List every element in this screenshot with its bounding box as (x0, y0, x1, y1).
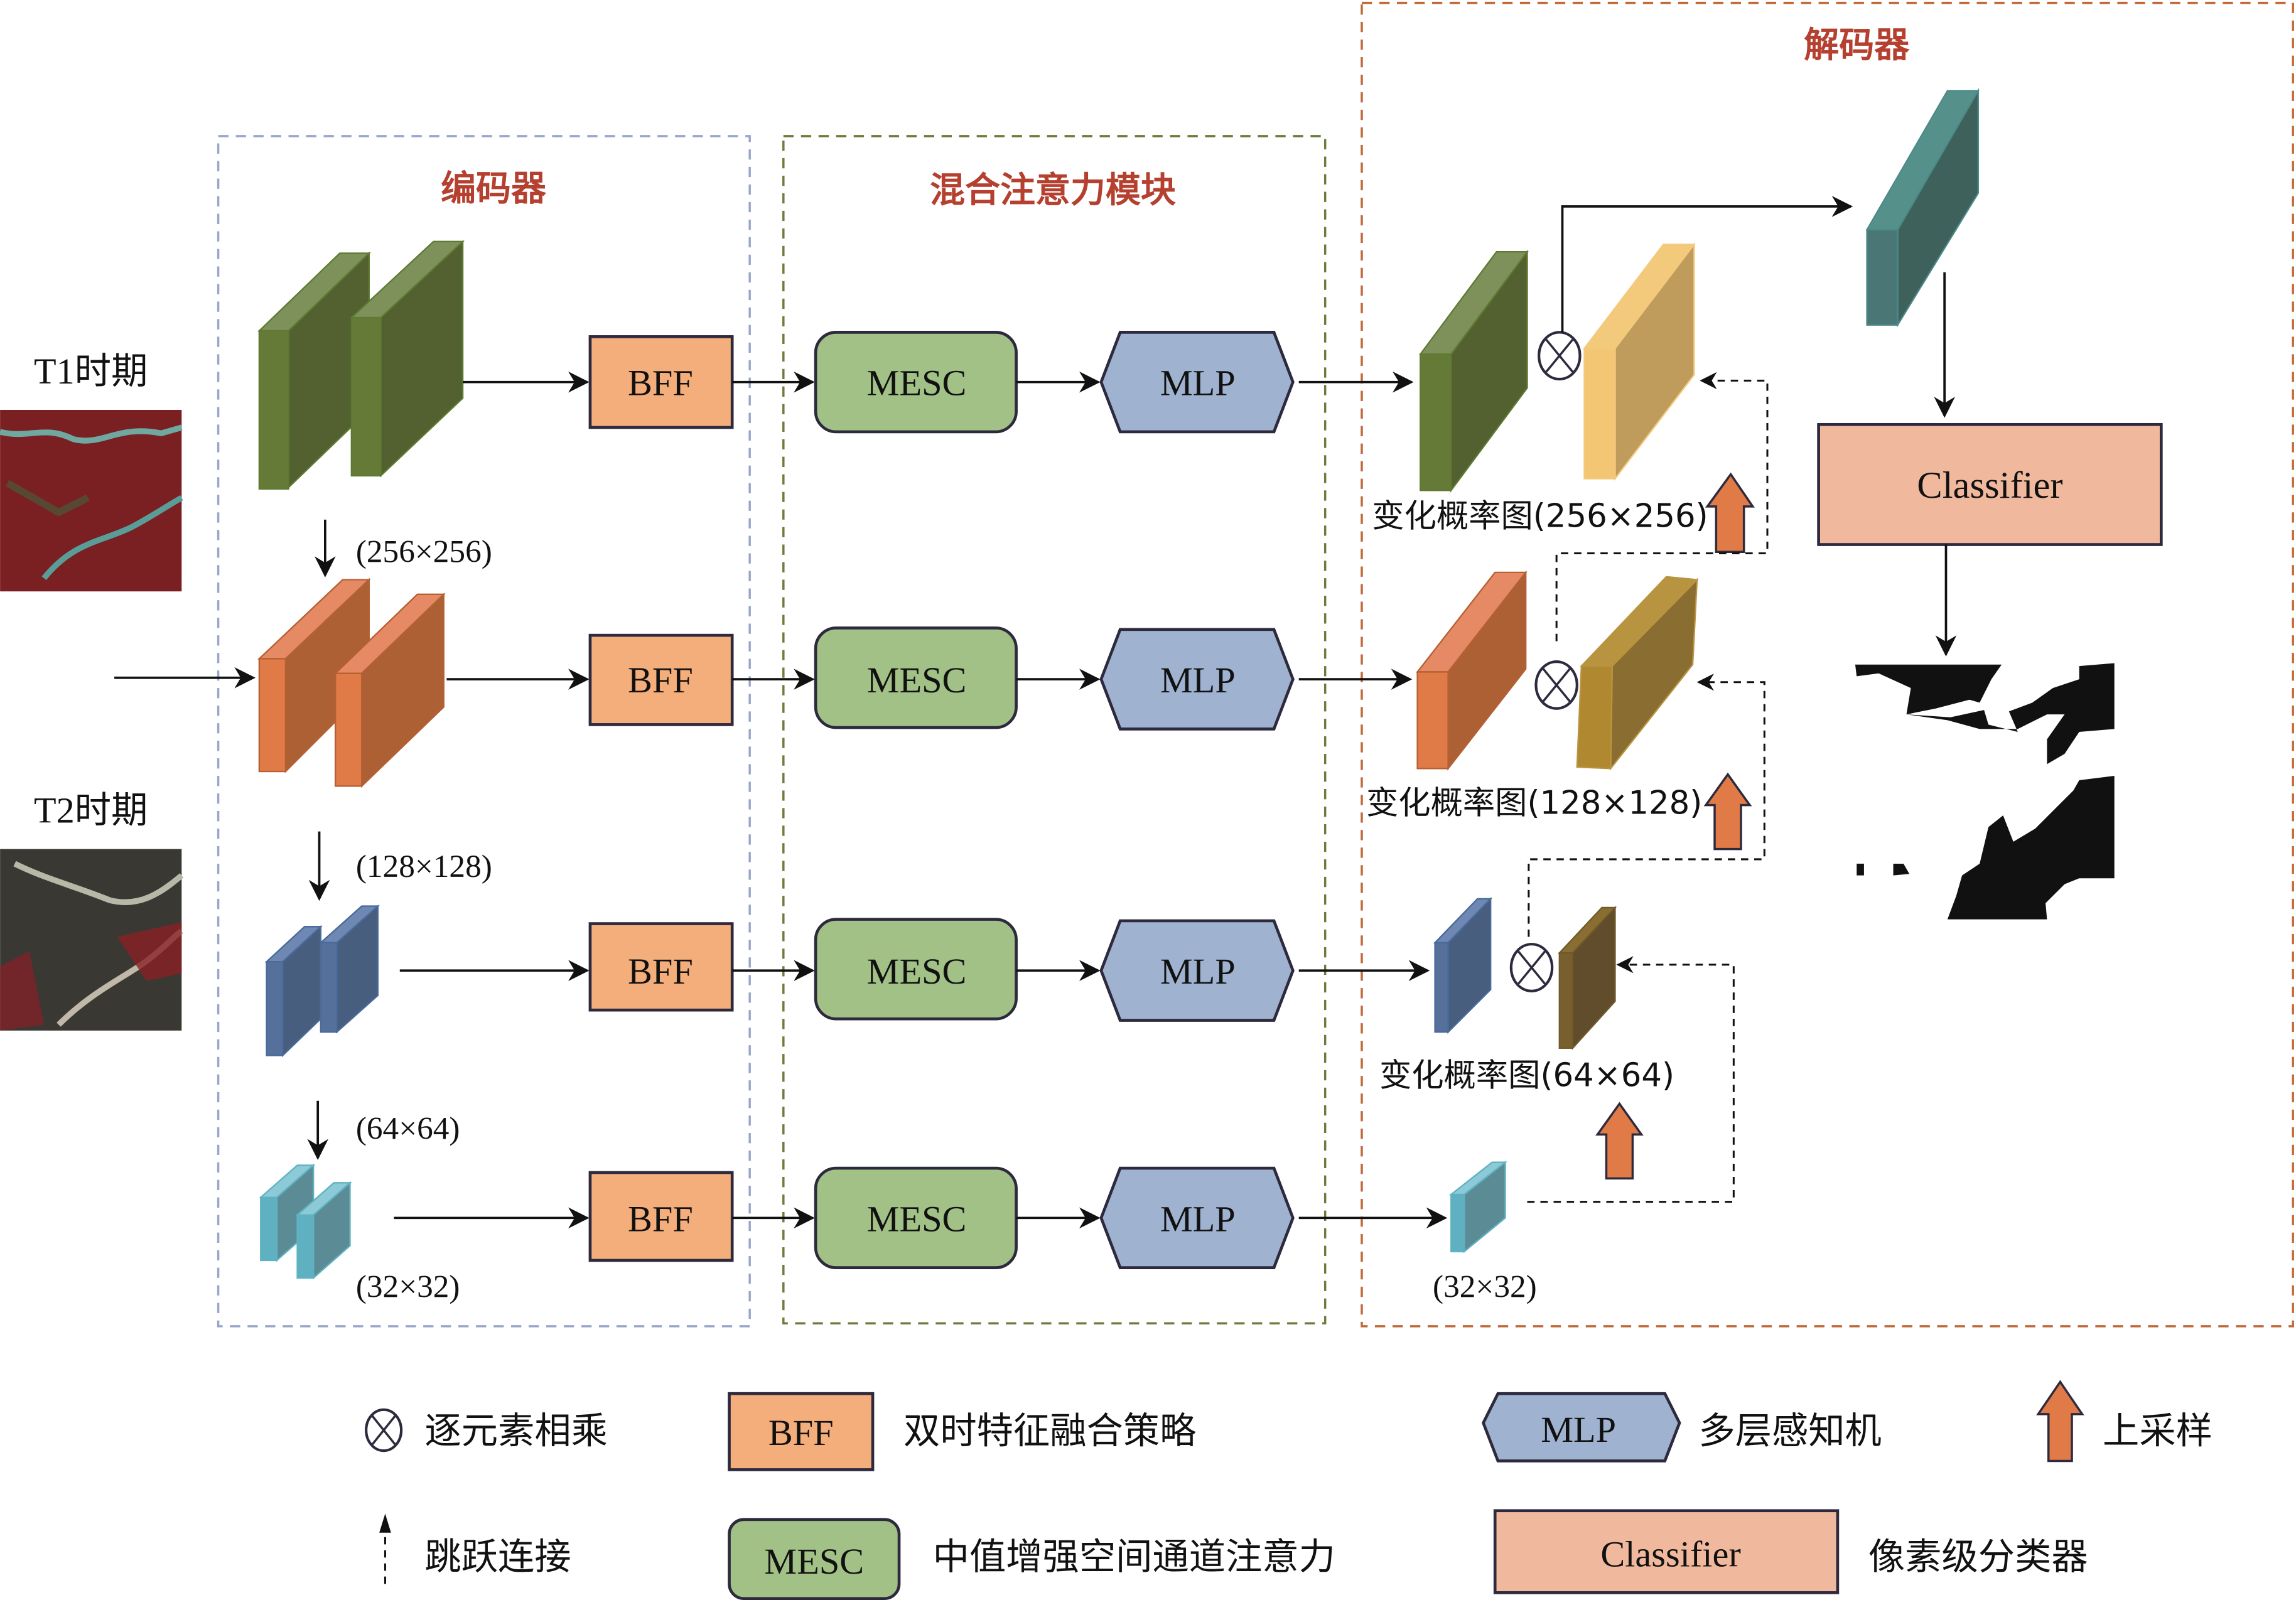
legend-classifier-text: 像素级分类器 (1868, 1535, 2088, 1578)
attention-section (782, 135, 1327, 1324)
to-final-map-line (1561, 196, 1853, 333)
decoder-feature-map-64 (1433, 897, 1492, 1034)
multiply-icon-1 (1538, 331, 1582, 381)
decoder-section (1361, 1, 2294, 1328)
skip-connection-1 (1555, 372, 1769, 642)
prob-map-label-256: 变化概率图(256×256) (1372, 498, 1708, 535)
t2-image (0, 849, 184, 1031)
classifier-block (1817, 422, 2163, 546)
legend-mesc-text: 中值增强空间通道注意力 (933, 1535, 1335, 1578)
prob-map-label-64: 变化概率图(64×64) (1379, 1056, 1674, 1094)
encoder-section (217, 135, 751, 1328)
legend-mesc-label: MESC (764, 1541, 864, 1582)
row-2: BFF MESC MLP (446, 626, 1413, 731)
upsample-arrow-3 (1595, 1102, 1644, 1180)
upsampled-map-256 (1583, 242, 1696, 481)
mesc-block-2 (814, 626, 1018, 729)
multiply-icon-2 (1534, 660, 1578, 710)
bff-label: BFF (628, 951, 693, 992)
legend-skip-text: 跳跃连接 (424, 1535, 571, 1578)
mlp-label: MLP (1160, 951, 1236, 992)
bff-label: BFF (628, 363, 693, 404)
multiply-icon-3 (1509, 943, 1554, 992)
bff-label: BFF (628, 660, 693, 701)
legend-classifier-label: Classifier (1600, 1533, 1740, 1574)
encoder-title: 编码器 (441, 168, 547, 209)
t2-label: T2时期 (34, 790, 148, 831)
bff-block-4 (588, 1171, 734, 1262)
bff-block-1 (588, 335, 734, 429)
upsampled-map-64 (1558, 905, 1617, 1050)
size-label-64: (64×64) (356, 1110, 460, 1146)
decoder-feature-map-128 (1416, 570, 1528, 771)
prob-map-label-128: 变化概率图(128×128) (1366, 785, 1702, 822)
mlp-label: MLP (1160, 363, 1236, 404)
mesc-label: MESC (867, 951, 967, 992)
change-map-output (1855, 663, 2115, 920)
mesc-label: MESC (867, 660, 967, 701)
legend-classifier-box (1493, 1509, 1840, 1594)
row-4: BFF MESC MLP (394, 1166, 1448, 1269)
t1-image (0, 409, 183, 592)
legend-mlp-label: MLP (1541, 1409, 1616, 1450)
t1-label: T1时期 (34, 351, 148, 392)
mesc-label: MESC (867, 1198, 967, 1239)
size-label-32: (32×32) (356, 1269, 460, 1304)
encoder-feature-map-64 (264, 904, 380, 1058)
bff-block-3 (588, 922, 734, 1012)
legend-bff-label: BFF (768, 1412, 834, 1453)
legend-mesc-box (728, 1518, 901, 1600)
legend: 逐元素相乘 跳跃连接 BFF 双时特征融合策略 MESC 中值增强空间通道注意力… (365, 1380, 2212, 1600)
encoder-feature-map-128 (257, 577, 446, 788)
size-label-256: (256×256) (356, 534, 492, 570)
encoder-feature-map-256 (257, 240, 465, 490)
legend-mlp-text: 多层感知机 (1698, 1409, 1881, 1452)
decoder-size-label-32: (32×32) (1433, 1269, 1537, 1304)
bff-block-2 (588, 633, 734, 726)
attention-title: 混合注意力模块 (930, 170, 1176, 211)
skip-connection-3 (1527, 956, 1735, 1203)
upsample-arrow-1 (1705, 472, 1755, 553)
classifier-label: Classifier (1917, 464, 2062, 507)
mlp-block-3 (1099, 919, 1295, 1022)
mlp-block-1 (1099, 331, 1295, 434)
mlp-block-4 (1099, 1166, 1295, 1269)
encoder-feature-map-32 (259, 1163, 352, 1280)
mlp-label: MLP (1160, 660, 1236, 701)
legend-multiply-icon (365, 1408, 403, 1452)
legend-bff-box (728, 1392, 875, 1471)
size-label-128: (128×128) (356, 849, 492, 884)
mlp-label: MLP (1160, 1198, 1236, 1239)
legend-mlp-box (1482, 1392, 1681, 1463)
legend-upsample-text: 上采样 (2103, 1409, 2212, 1452)
decoder-feature-map-256 (1418, 249, 1529, 493)
decoder-feature-map-32 (1448, 1161, 1507, 1254)
mlp-block-2 (1099, 628, 1295, 731)
row-1: BFF MESC MLP (463, 331, 1414, 434)
legend-skip-icon (379, 1513, 391, 1584)
bff-label: BFF (628, 1198, 693, 1239)
legend-multiply-text: 逐元素相乘 (424, 1409, 608, 1452)
row-3: BFF MESC MLP (399, 918, 1430, 1022)
decoder-title: 解码器 (1804, 25, 1910, 66)
final-feature-map (1865, 88, 1980, 328)
mesc-block-3 (814, 918, 1018, 1021)
legend-upsample-icon (2036, 1380, 2084, 1463)
upsampled-map-128 (1576, 576, 1699, 771)
upsample-arrow-2 (1703, 772, 1752, 851)
legend-bff-text: 双时特征融合策略 (903, 1409, 1196, 1452)
mesc-label: MESC (867, 363, 967, 404)
